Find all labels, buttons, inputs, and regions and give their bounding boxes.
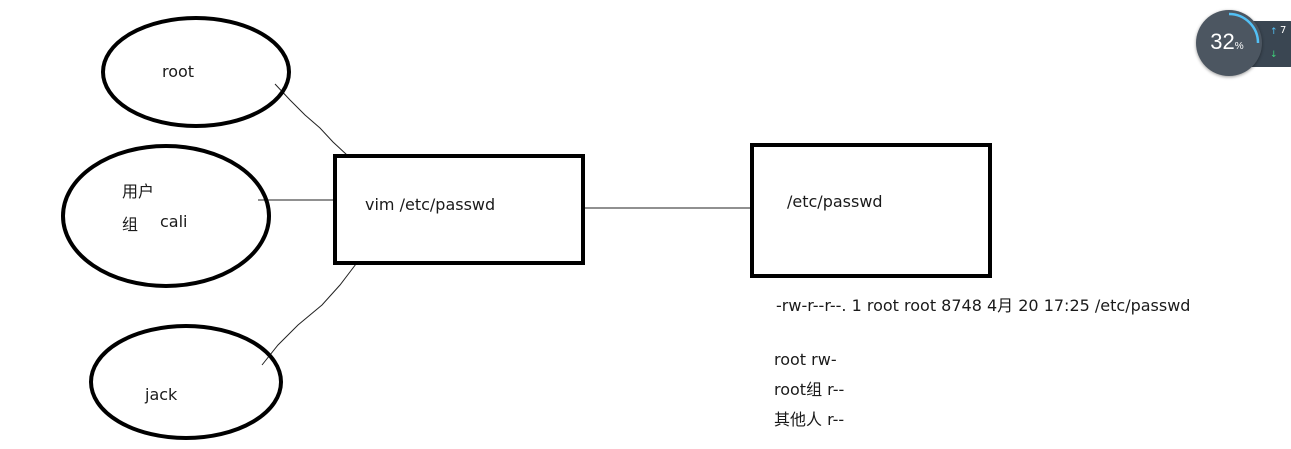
ls-output-line: -rw-r--r--. 1 root root 8748 4月 20 17:25…: [776, 296, 1191, 315]
permission-other: 其他人 r--: [774, 410, 845, 429]
node-group-label-line1: 用户: [122, 182, 155, 201]
node-jack-ellipse: [89, 324, 283, 440]
upload-arrow-icon: ↑: [1270, 27, 1278, 37]
node-command-label: vim /etc/passwd: [365, 195, 496, 214]
upload-speed: 7: [1280, 25, 1287, 36]
usage-circle: [1196, 10, 1262, 76]
node-root-ellipse: [101, 16, 291, 128]
download-arrow-icon: ↓: [1270, 50, 1278, 60]
node-jack-label: jack: [145, 385, 178, 404]
permission-group: root组 r--: [774, 380, 845, 399]
network-speed-widget[interactable]: 32% ↑ 7 ↓: [1196, 10, 1291, 78]
node-file-box: [750, 143, 992, 278]
node-group-ellipse: [61, 144, 271, 288]
node-group-label-line2: 组: [122, 215, 139, 234]
node-command-box: [333, 154, 585, 265]
usage-ring: [1228, 12, 1260, 44]
node-root-label: root: [162, 62, 195, 81]
node-group-name: cali: [160, 212, 188, 231]
usage-percent-value: 32: [1210, 29, 1235, 54]
usage-percent: 32%: [1196, 29, 1258, 60]
connector-root-to-vim: [274, 83, 348, 156]
connector-jack-to-vim: [261, 263, 357, 366]
node-file-label: /etc/passwd: [787, 192, 883, 211]
permission-owner: root rw-: [774, 350, 837, 369]
usage-percent-unit: %: [1234, 41, 1244, 52]
